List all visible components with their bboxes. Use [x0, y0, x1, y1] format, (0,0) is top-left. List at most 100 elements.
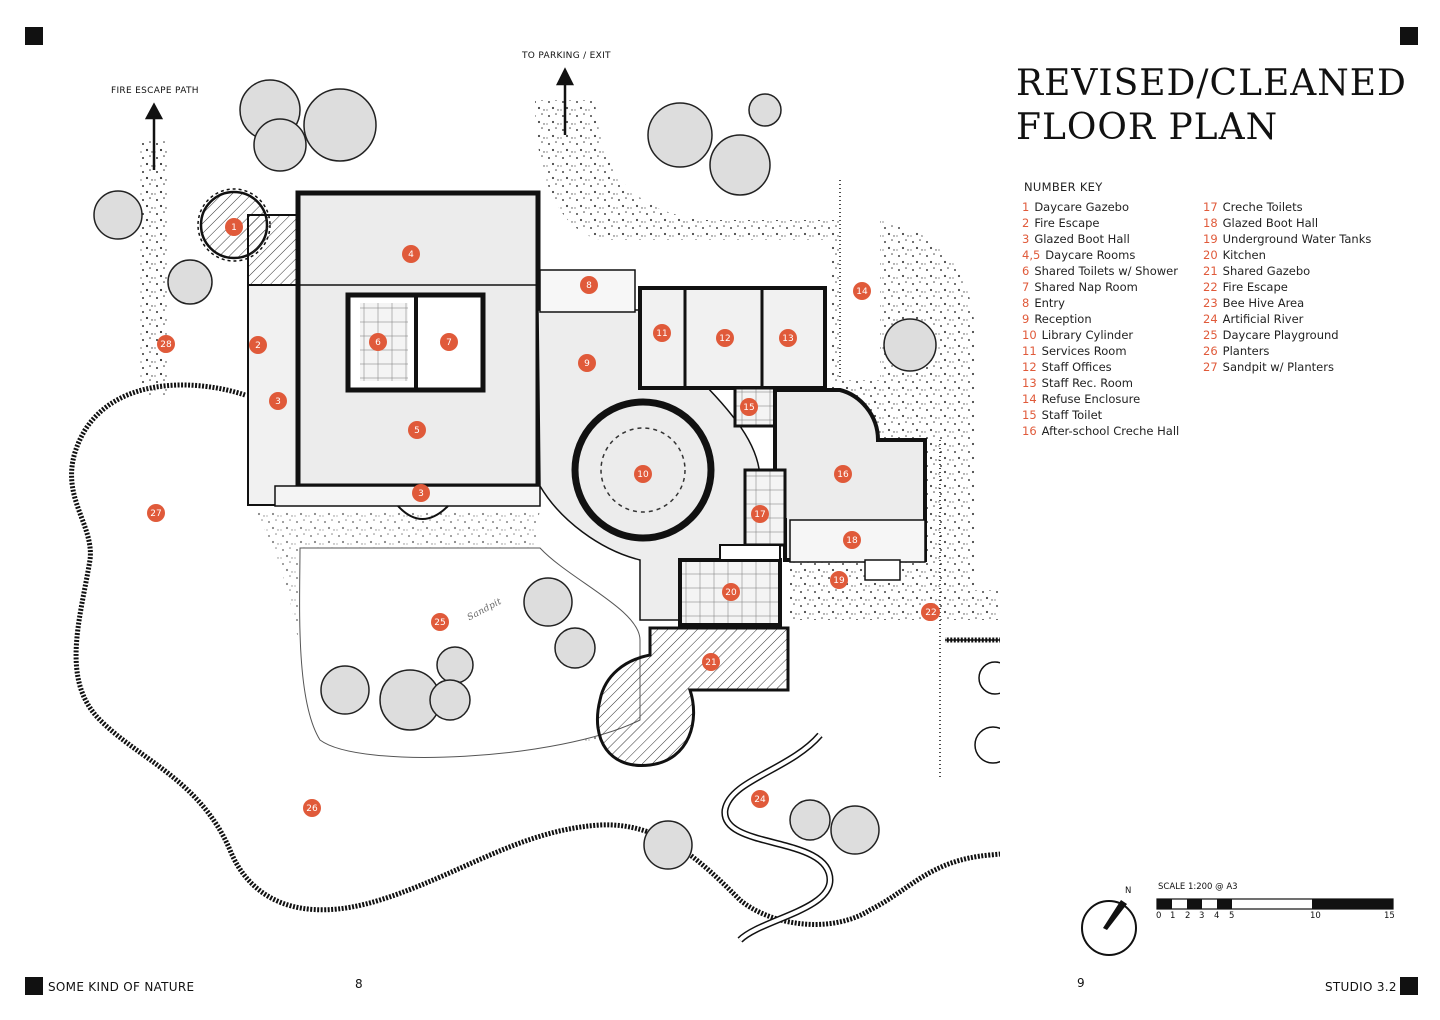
room-marker-28: 28	[157, 335, 175, 353]
scale-tick-label: 0	[1156, 911, 1162, 921]
fire-escape-arrow-icon	[144, 102, 164, 170]
svg-text:8: 8	[586, 281, 592, 291]
key-entry: 17 Creche Toilets	[1203, 199, 1371, 215]
shared-gazebo	[595, 626, 790, 768]
parking-exit-label: TO PARKING / EXIT	[522, 51, 611, 61]
title-line: REVISED/CLEANED	[1016, 63, 1407, 104]
key-entry-number: 4,5	[1022, 248, 1041, 262]
key-entry-label: After-school Creche Hall	[1041, 424, 1180, 438]
svg-text:24: 24	[754, 795, 766, 805]
key-entry-number: 2	[1022, 216, 1030, 230]
key-entry-label: Kitchen	[1222, 248, 1266, 262]
scale-tick-label: 15	[1384, 911, 1395, 921]
key-entry-number: 18	[1203, 216, 1218, 230]
number-key-heading: NUMBER KEY	[1024, 180, 1103, 194]
svg-text:17: 17	[754, 510, 765, 520]
scale-tick-label: 2	[1185, 911, 1191, 921]
key-entry-number: 6	[1022, 264, 1030, 278]
key-entry: 3 Glazed Boot Hall	[1022, 231, 1179, 247]
playground-boundary	[69, 382, 1000, 927]
svg-text:27: 27	[150, 509, 161, 519]
key-entry: 2 Fire Escape	[1022, 215, 1179, 231]
svg-text:6: 6	[375, 338, 381, 348]
bee-hive-circles	[974, 661, 1000, 764]
title-line: FLOOR PLAN	[1016, 107, 1279, 148]
svg-text:18: 18	[846, 536, 858, 546]
corner-mark	[1400, 27, 1418, 45]
room-marker-5: 5	[408, 421, 426, 439]
key-entry-number: 16	[1022, 424, 1037, 438]
key-entry-label: Services Room	[1041, 344, 1127, 358]
svg-text:19: 19	[833, 576, 845, 586]
room-marker-18: 18	[843, 531, 861, 549]
svg-text:3: 3	[275, 397, 281, 407]
key-entry-number: 14	[1022, 392, 1037, 406]
key-entry-number: 9	[1022, 312, 1030, 326]
key-entry-label: Artificial River	[1222, 312, 1304, 326]
page-number-left: 8	[355, 977, 363, 991]
corner-mark	[25, 977, 43, 995]
key-entry-number: 21	[1203, 264, 1218, 278]
key-entry-number: 3	[1022, 232, 1030, 246]
key-entry-label: Shared Toilets w/ Shower	[1034, 264, 1178, 278]
scale-tick-label: 3	[1199, 911, 1205, 921]
key-entry-label: Fire Escape	[1034, 216, 1100, 230]
room-marker-2: 2	[249, 336, 267, 354]
svg-text:3: 3	[418, 489, 424, 499]
svg-text:13: 13	[782, 334, 793, 344]
key-entry-label: Library Cylinder	[1041, 328, 1134, 342]
svg-text:10: 10	[637, 470, 649, 480]
footer-left-title: SOME KIND OF NATURE	[48, 980, 195, 994]
north-arrow-icon	[1081, 900, 1137, 956]
room-marker-24: 24	[751, 790, 769, 808]
key-entry-number: 17	[1203, 200, 1218, 214]
key-entry-label: Daycare Playground	[1222, 328, 1339, 342]
key-entry-number: 10	[1022, 328, 1037, 342]
key-entry-label: Shared Gazebo	[1222, 264, 1311, 278]
key-entry-label: Staff Toilet	[1041, 408, 1103, 422]
key-entry: 21 Shared Gazebo	[1203, 263, 1371, 279]
key-entry: 18 Glazed Boot Hall	[1203, 215, 1371, 231]
room-marker-14: 14	[853, 282, 871, 300]
key-entry-label: Fire Escape	[1222, 280, 1288, 294]
key-entry: 20 Kitchen	[1203, 247, 1371, 263]
fire-escape-path-label: FIRE ESCAPE PATH	[111, 86, 199, 96]
key-entry-number: 23	[1203, 296, 1218, 310]
key-entry-number: 7	[1022, 280, 1030, 294]
footer-right-title: STUDIO 3.2	[1325, 980, 1397, 994]
key-entry-label: Glazed Boot Hall	[1034, 232, 1130, 246]
key-entry-label: Staff Offices	[1041, 360, 1112, 374]
scale-tick-label: 10	[1310, 911, 1321, 921]
key-entry-number: 13	[1022, 376, 1037, 390]
key-entry-label: Reception	[1034, 312, 1092, 326]
room-marker-10: 10	[634, 465, 652, 483]
room-marker-12: 12	[716, 329, 734, 347]
scale-tick-label: 4	[1214, 911, 1220, 921]
key-entry-label: Daycare Rooms	[1045, 248, 1136, 262]
svg-text:1: 1	[231, 223, 237, 233]
key-entry-label: Daycare Gazebo	[1034, 200, 1130, 214]
room-marker-19: 19	[830, 571, 848, 589]
key-entry-number: 8	[1022, 296, 1030, 310]
room-marker-4: 4	[402, 245, 420, 263]
key-entry-number: 20	[1203, 248, 1218, 262]
scale-tick-label: 5	[1229, 911, 1235, 921]
page-title: REVISED/CLEANED FLOOR PLAN	[1016, 62, 1407, 150]
room-marker-15: 15	[740, 398, 758, 416]
scale-bar	[1156, 898, 1394, 910]
room-marker-26: 26	[303, 799, 321, 817]
key-entry-label: Creche Toilets	[1222, 200, 1303, 214]
key-entry-label: Underground Water Tanks	[1222, 232, 1372, 246]
svg-text:25: 25	[434, 618, 445, 628]
room-markers: 1223345678910111213141516171819202122232…	[147, 218, 940, 817]
key-entry-label: Glazed Boot Hall	[1222, 216, 1319, 230]
